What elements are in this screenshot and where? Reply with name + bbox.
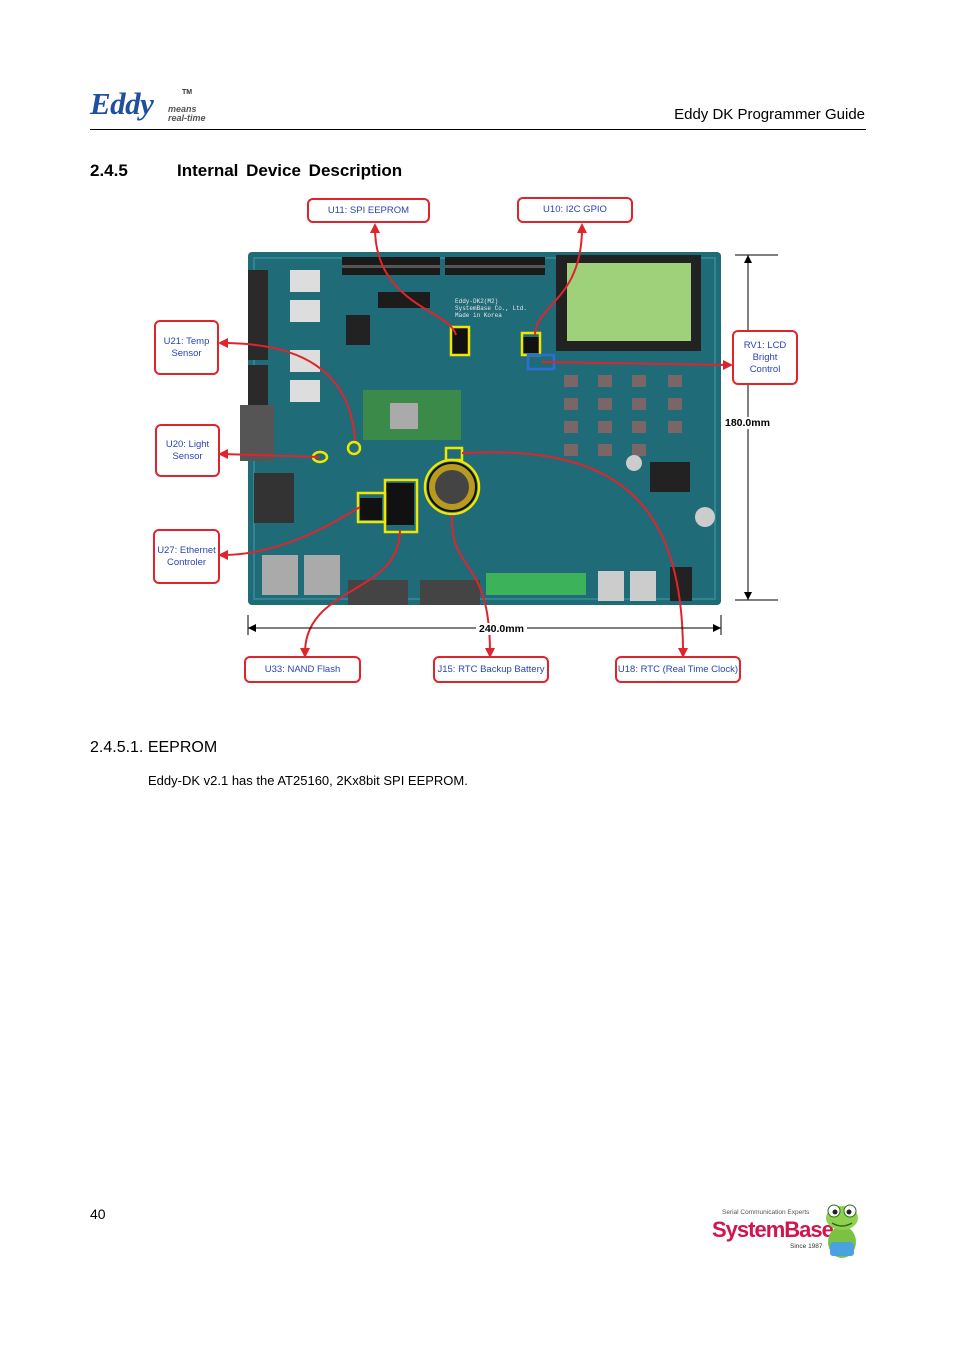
label-u11-spi-eeprom: U11: SPI EEPROM bbox=[307, 198, 430, 223]
label-u33-nand-flash: U33: NAND Flash bbox=[244, 656, 361, 683]
body-paragraph: Eddy-DK v2.1 has the AT25160, 2Kx8bit SP… bbox=[148, 773, 468, 788]
section-title: Internal Device Description bbox=[177, 161, 403, 180]
label-j15-rtc-battery: J15: RTC Backup Battery bbox=[433, 656, 549, 683]
logo-trademark: TM bbox=[182, 89, 193, 96]
board-figure: Eddy-DK2(M2) SystemBase Co., Ltd. Made i… bbox=[150, 195, 800, 685]
dimension-width: 240.0mm bbox=[476, 623, 527, 635]
arrow-heads bbox=[218, 223, 733, 658]
eddy-logo: Eddy TM means real-time bbox=[90, 86, 220, 126]
brand-since: Since 1987 bbox=[790, 1243, 823, 1250]
nand-flash-chip bbox=[386, 483, 414, 525]
label-u27-ethernet-controller: U27: Ethernet Controler bbox=[153, 529, 220, 584]
section-number: 2.4.5 bbox=[90, 161, 128, 180]
button-grid bbox=[564, 375, 682, 456]
brand-name: SystemBase bbox=[712, 1217, 834, 1242]
board-origin: Made in Korea bbox=[455, 312, 502, 319]
brand-tagline: Serial Communication Experts bbox=[722, 1209, 810, 1216]
document-title: Eddy DK Programmer Guide bbox=[674, 106, 865, 123]
highlight-boxes bbox=[311, 325, 556, 534]
db9-connector bbox=[240, 405, 274, 461]
i2c-gpio-chip bbox=[523, 337, 539, 353]
board-model: Eddy-DK2(M2) bbox=[455, 298, 499, 305]
board-maker: SystemBase Co., Ltd. bbox=[455, 305, 528, 312]
com-port bbox=[420, 580, 480, 605]
systembase-logo: Serial Communication Experts SystemBase … bbox=[712, 1202, 862, 1262]
sd-slot bbox=[254, 473, 294, 523]
logo-word: Eddy bbox=[90, 86, 154, 121]
label-u20-light-sensor: U20: Light Sensor bbox=[155, 424, 220, 477]
dimension-height: 180.0mm bbox=[725, 417, 770, 429]
rj45-connector bbox=[304, 555, 340, 595]
rj45-connector bbox=[262, 555, 298, 595]
label-u18-rtc: U18: RTC (Real Time Clock) bbox=[615, 656, 741, 683]
spi-eeprom-chip bbox=[450, 328, 470, 354]
terminal-block bbox=[486, 573, 586, 595]
board-silkscreen: Eddy-DK2(M2) SystemBase Co., Ltd. Made i… bbox=[455, 298, 527, 319]
label-rv1-lcd-bright: RV1: LCD Bright Control bbox=[732, 330, 798, 385]
callout-arrows bbox=[221, 227, 729, 654]
com-port bbox=[348, 580, 408, 605]
logo-tagline-2: real-time bbox=[168, 113, 206, 123]
page-number: 40 bbox=[90, 1206, 106, 1222]
frog-mascot-icon bbox=[826, 1204, 858, 1258]
label-u21-temp-sensor: U21: Temp Sensor bbox=[154, 320, 219, 375]
subsection-heading: 2.4.5.1. EEPROM bbox=[90, 739, 218, 756]
header-divider bbox=[90, 129, 866, 130]
ethernet-controller-chip bbox=[360, 498, 382, 520]
left-connector bbox=[248, 270, 268, 360]
label-u10-i2c-gpio: U10: I2C GPIO bbox=[517, 197, 633, 223]
board-illustration bbox=[218, 223, 778, 658]
logo-tagline-1: means bbox=[168, 104, 197, 114]
lcd-screen bbox=[567, 263, 691, 341]
